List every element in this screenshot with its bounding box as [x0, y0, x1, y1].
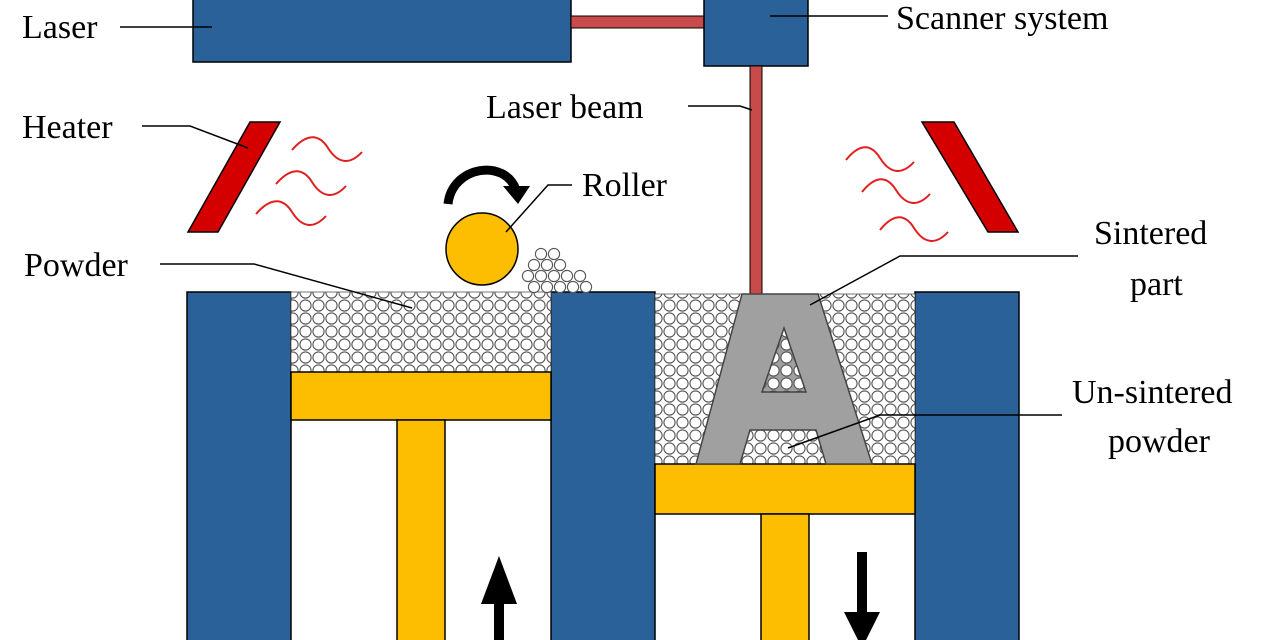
label-scanner-system: Scanner system	[896, 0, 1108, 37]
build-piston	[760, 513, 810, 640]
laser-beam	[749, 65, 763, 297]
sintered-part	[695, 293, 874, 465]
label-heater: Heater	[22, 109, 113, 146]
heat-waves-left	[255, 136, 363, 226]
feed-powder	[290, 291, 552, 373]
feed-piston	[396, 419, 446, 640]
laser-box	[192, 0, 572, 63]
label-sintered-part-1: Sintered	[1094, 215, 1207, 252]
scanner-box	[703, 0, 809, 67]
heater-right	[920, 121, 1020, 233]
label-roller: Roller	[582, 167, 668, 204]
leader-lines	[120, 15, 1078, 449]
center-wall	[550, 291, 656, 640]
arrow-up-icon	[481, 556, 517, 640]
label-laser: Laser	[22, 9, 98, 46]
powder-heap	[521, 247, 593, 294]
feed-platform	[290, 371, 552, 421]
arrow-down-icon	[844, 552, 880, 640]
build-platform	[654, 463, 916, 515]
laser-connection	[570, 15, 705, 29]
label-unsintered-2: powder	[1108, 423, 1211, 460]
curved-arrow-icon	[443, 165, 530, 205]
heater-left	[186, 121, 282, 233]
label-unsintered-1: Un-sintered	[1072, 374, 1233, 411]
label-sintered-part-2: part	[1130, 266, 1183, 303]
label-powder: Powder	[24, 247, 129, 284]
label-laser-beam: Laser beam	[486, 89, 644, 126]
heat-waves-right	[845, 146, 949, 242]
roller	[445, 212, 519, 286]
build-wall-right	[914, 291, 1020, 640]
feed-wall-left	[186, 291, 292, 640]
